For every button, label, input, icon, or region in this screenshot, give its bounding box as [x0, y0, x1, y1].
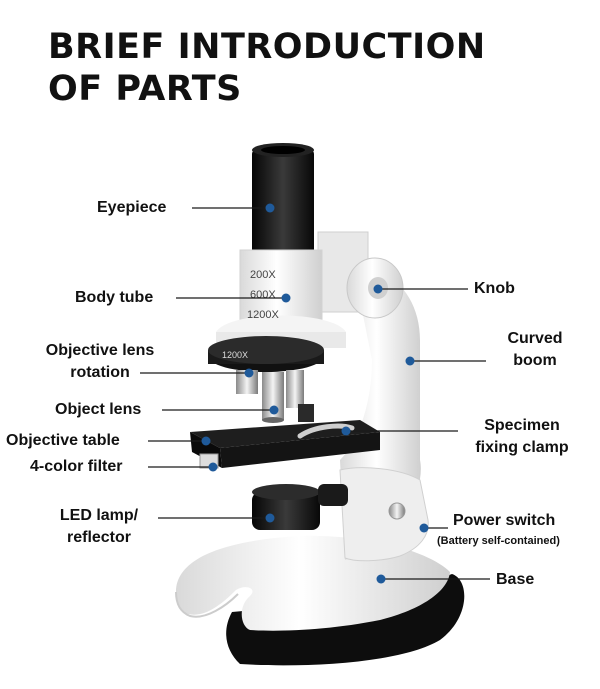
label-body-tube: Body tube — [75, 289, 154, 306]
title-line-1: BRIEF INTRODUCTION — [48, 27, 486, 67]
power-switch — [388, 502, 406, 520]
objective-turret: 1200X — [208, 336, 324, 372]
title-line-2: OF PARTS — [48, 69, 242, 109]
label-eyepiece: Eyepiece — [97, 199, 167, 216]
diagram-title: BRIEF INTRODUCTION OF PARTS — [48, 26, 486, 110]
label-object-lens: Object lens — [55, 401, 142, 418]
tube-mark-3: 1200X — [247, 309, 279, 321]
objective-lenses — [236, 370, 304, 423]
curved-boom — [339, 269, 429, 562]
eyepiece — [252, 143, 314, 254]
label-knob: Knob — [474, 280, 515, 297]
label-specimen-1: Specimen — [484, 417, 560, 434]
label-power-note: (Battery self-contained) — [437, 535, 560, 547]
label-led-1: LED lamp/ — [59, 507, 139, 524]
led-lamp — [252, 484, 348, 530]
label-specimen-2: fixing clamp — [475, 439, 569, 456]
focus-knob — [317, 231, 404, 319]
tube-mark-2: 600X — [250, 289, 276, 301]
label-curved-1: Curved — [507, 330, 563, 347]
label-power-switch: Power switch — [453, 512, 556, 529]
label-objective-rotation-2: rotation — [70, 364, 130, 381]
turret-mark: 1200X — [222, 350, 248, 360]
marker-dots — [201, 203, 429, 584]
label-led-2: reflector — [66, 529, 132, 546]
tube-mark-1: 200X — [250, 269, 276, 281]
label-objective-rotation-1: Objective lens — [45, 342, 155, 359]
label-curved-2: boom — [513, 352, 557, 369]
label-objective-table: Objective table — [6, 432, 120, 449]
leader-lines — [140, 207, 490, 580]
label-color-filter: 4-color filter — [30, 458, 123, 475]
label-base: Base — [496, 571, 535, 588]
base — [175, 535, 465, 666]
